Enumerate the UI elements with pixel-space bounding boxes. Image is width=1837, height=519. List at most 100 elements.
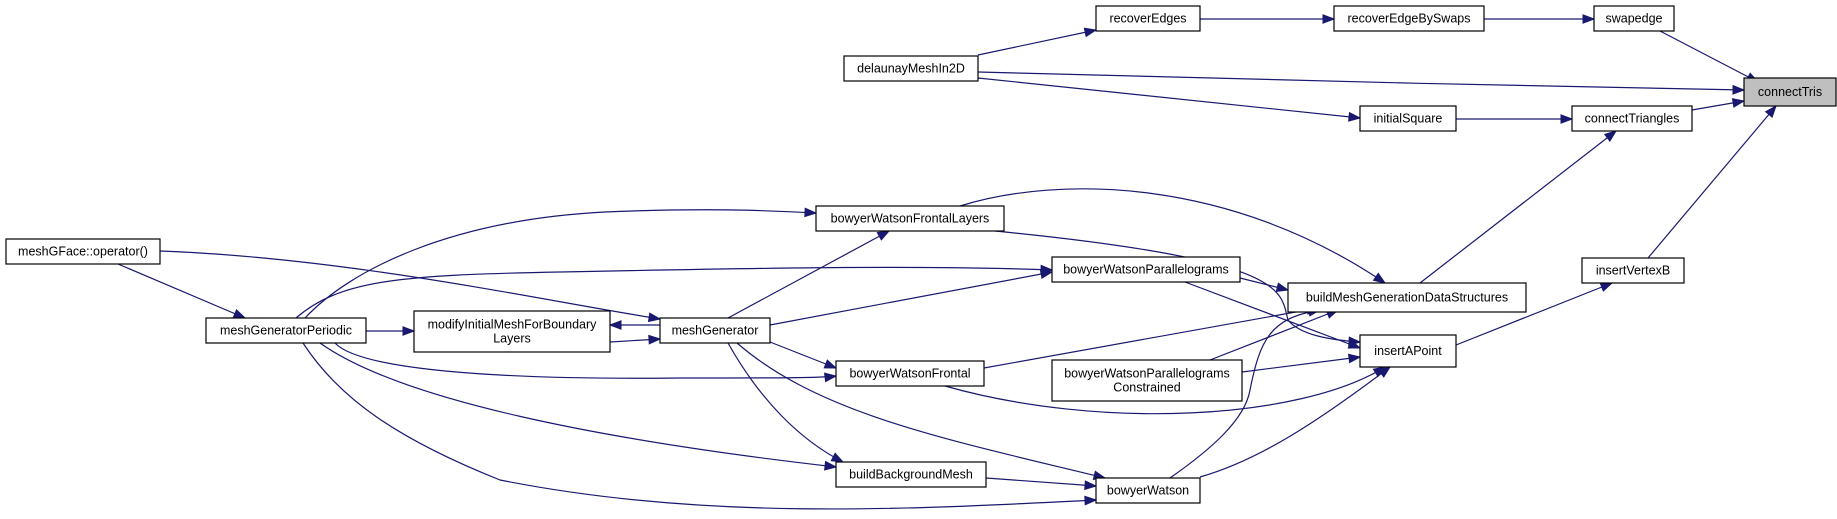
node-label: buildMeshGenerationDataStructures xyxy=(1306,291,1508,305)
node-recoverEdges[interactable]: recoverEdges xyxy=(1095,5,1201,32)
node-label: Constrained xyxy=(1113,381,1180,395)
edge-meshGenerator-to-buildBackgroundMesh xyxy=(727,342,845,463)
edge-buildMeshGenerationDataStructures-to-connectTriangles xyxy=(1419,130,1618,284)
edge-line xyxy=(1647,105,1777,259)
node-box xyxy=(413,310,611,353)
edge-line xyxy=(1659,30,1759,83)
node-bowyerWatsonParallelograms[interactable]: bowyerWatsonParallelograms xyxy=(1051,256,1241,283)
node-box xyxy=(1333,5,1485,32)
arrowhead-icon xyxy=(1603,130,1618,142)
node-delaunayMeshIn2D[interactable]: delaunayMeshIn2D xyxy=(843,55,979,82)
node-bowyerWatsonFrontal[interactable]: bowyerWatsonFrontal xyxy=(835,360,985,387)
node-label: meshGenerator xyxy=(672,324,759,338)
edge-line xyxy=(736,342,1106,479)
edge-line xyxy=(159,250,661,320)
edge-buildBackgroundMesh-to-bowyerWatson xyxy=(985,477,1098,491)
node-meshGeneratorPeriodic[interactable]: meshGeneratorPeriodic xyxy=(205,317,367,344)
arrowhead-icon xyxy=(1599,282,1614,292)
node-meshGenerator[interactable]: meshGenerator xyxy=(659,317,771,344)
node-box xyxy=(1593,5,1675,32)
node-connectTriangles[interactable]: connectTriangles xyxy=(1571,105,1693,132)
edges-layer xyxy=(117,14,1777,510)
edge-line xyxy=(769,271,1053,326)
edge-bowyerWatsonParallelogramsConstrained-to-insertAPoint xyxy=(1241,353,1362,373)
edge-meshGeneratorPeriodic-to-bowyerWatsonFrontal xyxy=(334,342,838,383)
edge-recoverEdgeBySwaps-to-swapedge xyxy=(1484,14,1596,24)
arrowhead-icon xyxy=(402,326,416,336)
node-box xyxy=(1051,359,1243,402)
arrowhead-icon xyxy=(1322,14,1336,24)
node-connectTris[interactable]: connectTris xyxy=(1743,77,1837,107)
node-insertVertexB[interactable]: insertVertexB xyxy=(1581,257,1685,284)
edge-line xyxy=(977,29,1097,56)
node-insertAPoint[interactable]: insertAPoint xyxy=(1359,334,1457,368)
edge-meshGenerator-to-modifyInitialMeshForBoundaryLayers xyxy=(608,320,660,330)
node-box xyxy=(843,55,979,82)
node-box xyxy=(1581,257,1685,284)
node-box xyxy=(815,205,1005,232)
edge-line xyxy=(304,209,817,319)
edge-insertVertexB-to-connectTris xyxy=(1647,104,1777,259)
node-box xyxy=(1051,256,1241,283)
node-box xyxy=(1359,334,1457,368)
node-label: insertVertexB xyxy=(1596,264,1670,278)
edge-modifyInitialMeshForBoundaryLayers-to-meshGenerator xyxy=(609,334,662,345)
node-box xyxy=(1095,5,1201,32)
arrowhead-icon xyxy=(830,452,845,463)
edge-connectTriangles-to-connectTris xyxy=(1691,98,1746,111)
node-label: connectTris xyxy=(1758,85,1822,99)
node-bowyerWatsonFrontalLayers[interactable]: bowyerWatsonFrontalLayers xyxy=(815,205,1005,232)
edge-line xyxy=(1419,130,1617,284)
node-meshGFaceOperator[interactable]: meshGFace::operator() xyxy=(5,238,161,265)
node-label: insertAPoint xyxy=(1374,344,1442,358)
node-label: meshGeneratorPeriodic xyxy=(220,324,352,338)
node-label: buildBackgroundMesh xyxy=(849,468,973,482)
edge-bowyerWatsonParallelogramsConstrained-to-buildMeshGenerationDataStructures xyxy=(1209,309,1340,361)
node-label: modifyInitialMeshForBoundary xyxy=(428,318,598,332)
edge-line xyxy=(994,230,1361,343)
node-box xyxy=(205,317,367,344)
node-bowyerWatson[interactable]: bowyerWatson xyxy=(1095,477,1201,504)
edge-line xyxy=(1455,282,1613,346)
arrowhead-icon xyxy=(648,334,662,345)
arrowhead-icon xyxy=(1347,339,1362,349)
edge-bowyerWatsonParallelograms-to-buildMeshGenerationDataStructures xyxy=(1239,277,1290,292)
edge-bowyerWatson-to-insertAPoint xyxy=(1199,366,1392,478)
arrowhead-icon xyxy=(823,359,838,369)
edge-line xyxy=(1184,281,1361,349)
edge-line xyxy=(944,366,1386,415)
edge-line xyxy=(985,477,1097,487)
node-label: connectTriangles xyxy=(1585,112,1680,126)
arrowhead-icon xyxy=(1347,353,1362,364)
arrowhead-icon xyxy=(1732,84,1746,95)
arrowhead-icon xyxy=(1582,14,1596,24)
edge-delaunayMeshIn2D-to-recoverEdges xyxy=(977,27,1098,56)
node-swapedge[interactable]: swapedge xyxy=(1593,5,1675,32)
arrowhead-icon xyxy=(232,308,247,319)
edge-meshGFaceOperator-to-meshGeneratorPeriodic xyxy=(117,263,247,319)
arrowhead-icon xyxy=(1377,366,1392,378)
edge-line xyxy=(117,263,246,319)
node-box xyxy=(835,461,987,488)
node-buildBackgroundMesh[interactable]: buildBackgroundMesh xyxy=(835,461,987,488)
node-label: delaunayMeshIn2D xyxy=(857,62,965,76)
edge-line xyxy=(959,188,1386,284)
arrowhead-icon xyxy=(876,230,891,241)
edge-line xyxy=(1241,356,1361,373)
node-buildMeshGenerationDataStructures[interactable]: buildMeshGenerationDataStructures xyxy=(1287,282,1527,313)
nodes-layer: connectTris swapedge recoverEdgeBySwaps rec… xyxy=(5,5,1837,504)
node-initialSquare[interactable]: initialSquare xyxy=(1359,105,1457,132)
node-recoverEdgeBySwaps[interactable]: recoverEdgeBySwaps xyxy=(1333,5,1485,32)
edge-meshGenerator-to-bowyerWatsonFrontal xyxy=(769,341,838,369)
node-label: Layers xyxy=(493,332,531,346)
arrowhead-icon xyxy=(1084,495,1098,506)
edge-line xyxy=(977,71,1745,91)
arrowhead-icon xyxy=(804,207,818,218)
arrowhead-icon xyxy=(647,312,662,323)
edge-meshGeneratorPeriodic-to-buildBackgroundMesh xyxy=(319,342,838,471)
node-label: bowyerWatson xyxy=(1107,484,1189,498)
edge-line xyxy=(334,342,837,379)
